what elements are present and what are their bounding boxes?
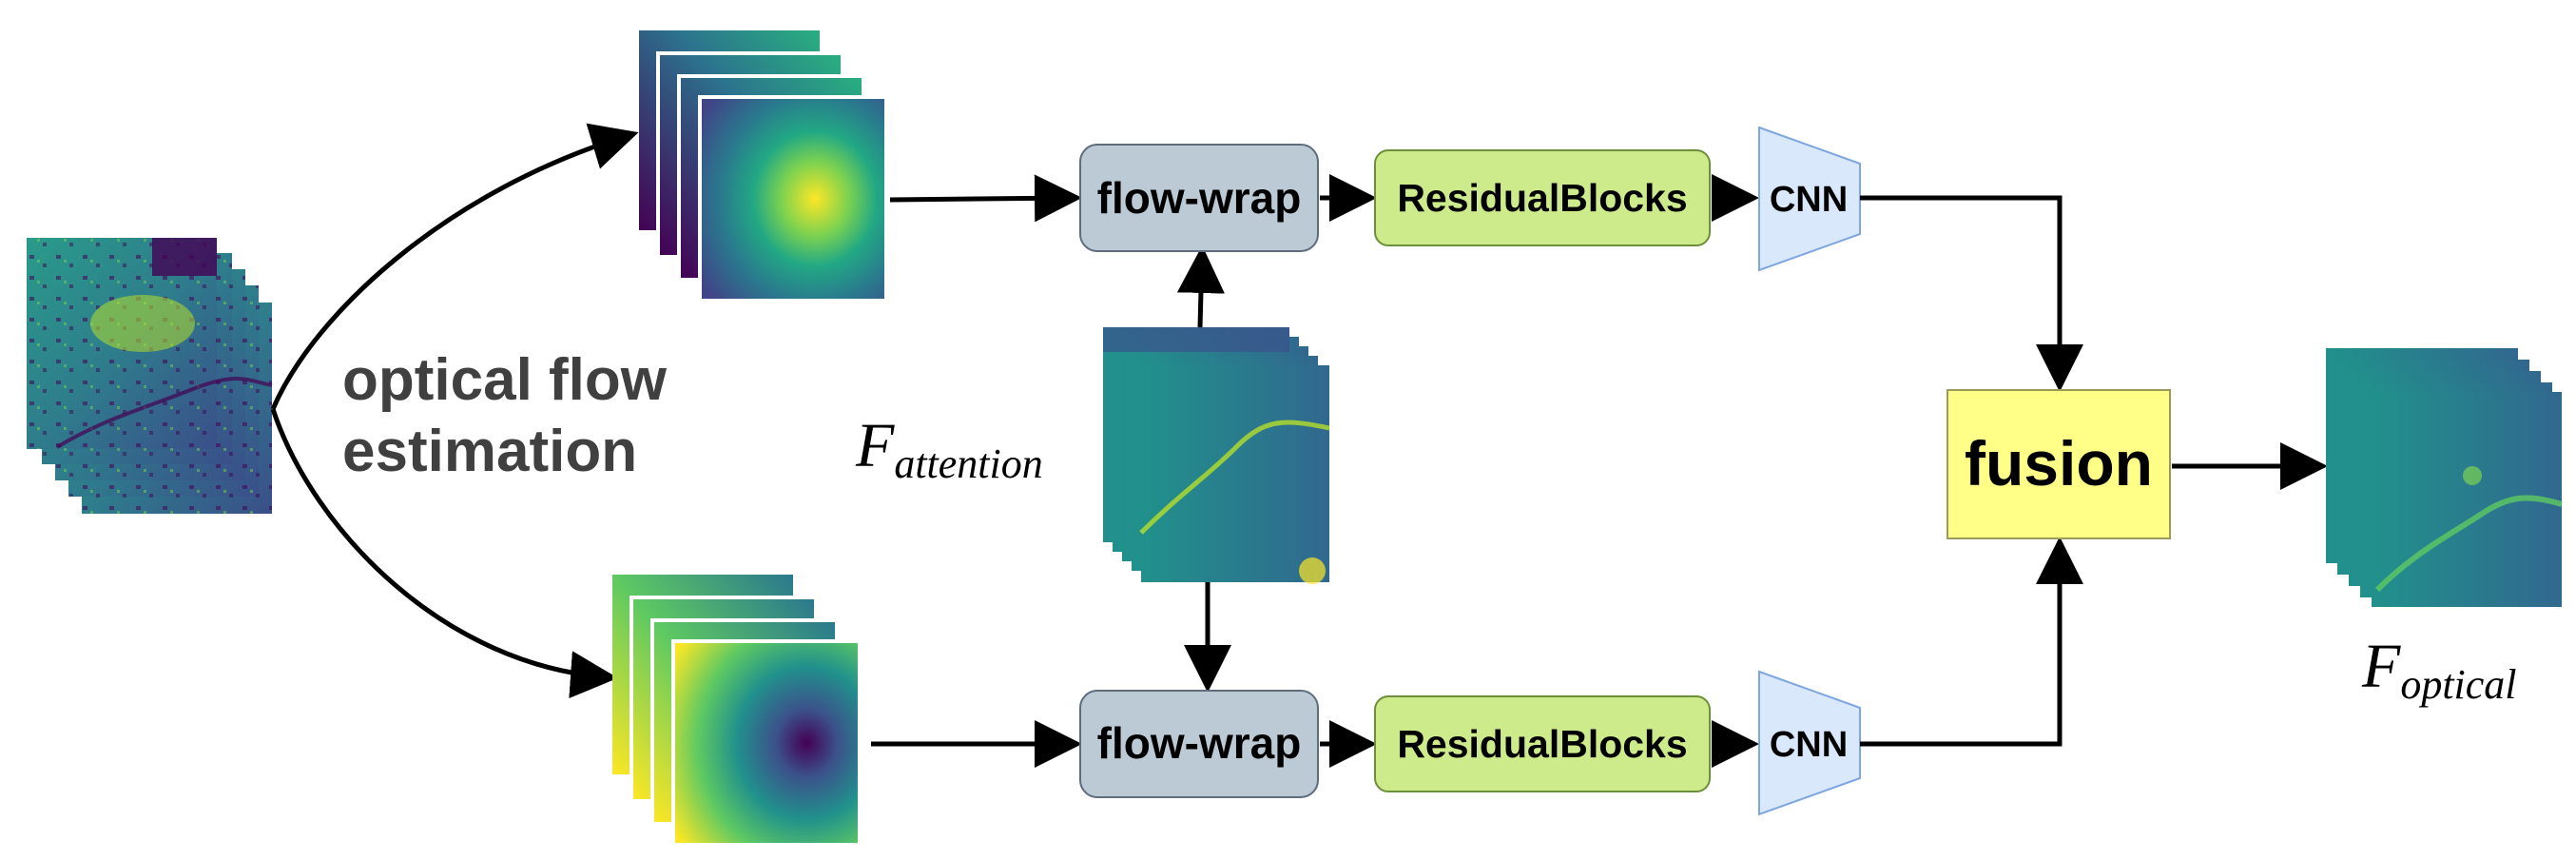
output-label: Foptical [2361,632,2517,708]
optical-flow-label-line1: optical flow [342,347,668,413]
residual-blocks-node-top: ResidualBlocks [1374,149,1711,246]
output-map-stack [2326,348,2563,607]
flow-wrap-bottom-label: flow-wrap [1097,718,1302,768]
cnn-bottom-label: CNN [1770,725,1848,765]
flow-wrap-top-label: flow-wrap [1097,173,1302,223]
curve-arrow-top [270,123,639,410]
attention-label-sub: attention [894,440,1042,487]
attention-label-main: F [855,411,895,480]
arrow-cnn-bottom-to-fusion [1860,537,2083,747]
attention-label: Fattention [855,411,1043,487]
arrow-cnn-top-to-fusion [1860,195,2083,392]
cnn-node-top: CNN [1758,126,1861,272]
optical-flow-label-line2: estimation [342,419,637,484]
output-label-main: F [2361,632,2401,701]
cnn-top-label: CNN [1770,180,1848,220]
arrow-attention-to-top-warp [1176,245,1225,328]
residual-blocks-top-label: ResidualBlocks [1397,176,1687,220]
fusion-label: fusion [1965,428,2153,498]
flow-wrap-node-top: flow-wrap [1079,144,1319,252]
attention-map-stack [1103,327,1330,584]
cnn-node-bottom: CNN [1758,670,1861,816]
flow-wrap-node-bottom: flow-wrap [1079,690,1319,798]
flow-stack-bottom [612,575,858,843]
arrow-flow-top-to-warp [889,174,1082,223]
flow-stack-top [639,30,884,299]
input-image-stack [27,238,273,514]
residual-blocks-node-bottom: ResidualBlocks [1374,695,1711,792]
output-label-sub: optical [2400,661,2516,708]
residual-blocks-bottom-label: ResidualBlocks [1397,722,1687,766]
fusion-node: fusion [1947,389,2171,539]
curve-arrow-bottom [270,408,618,699]
